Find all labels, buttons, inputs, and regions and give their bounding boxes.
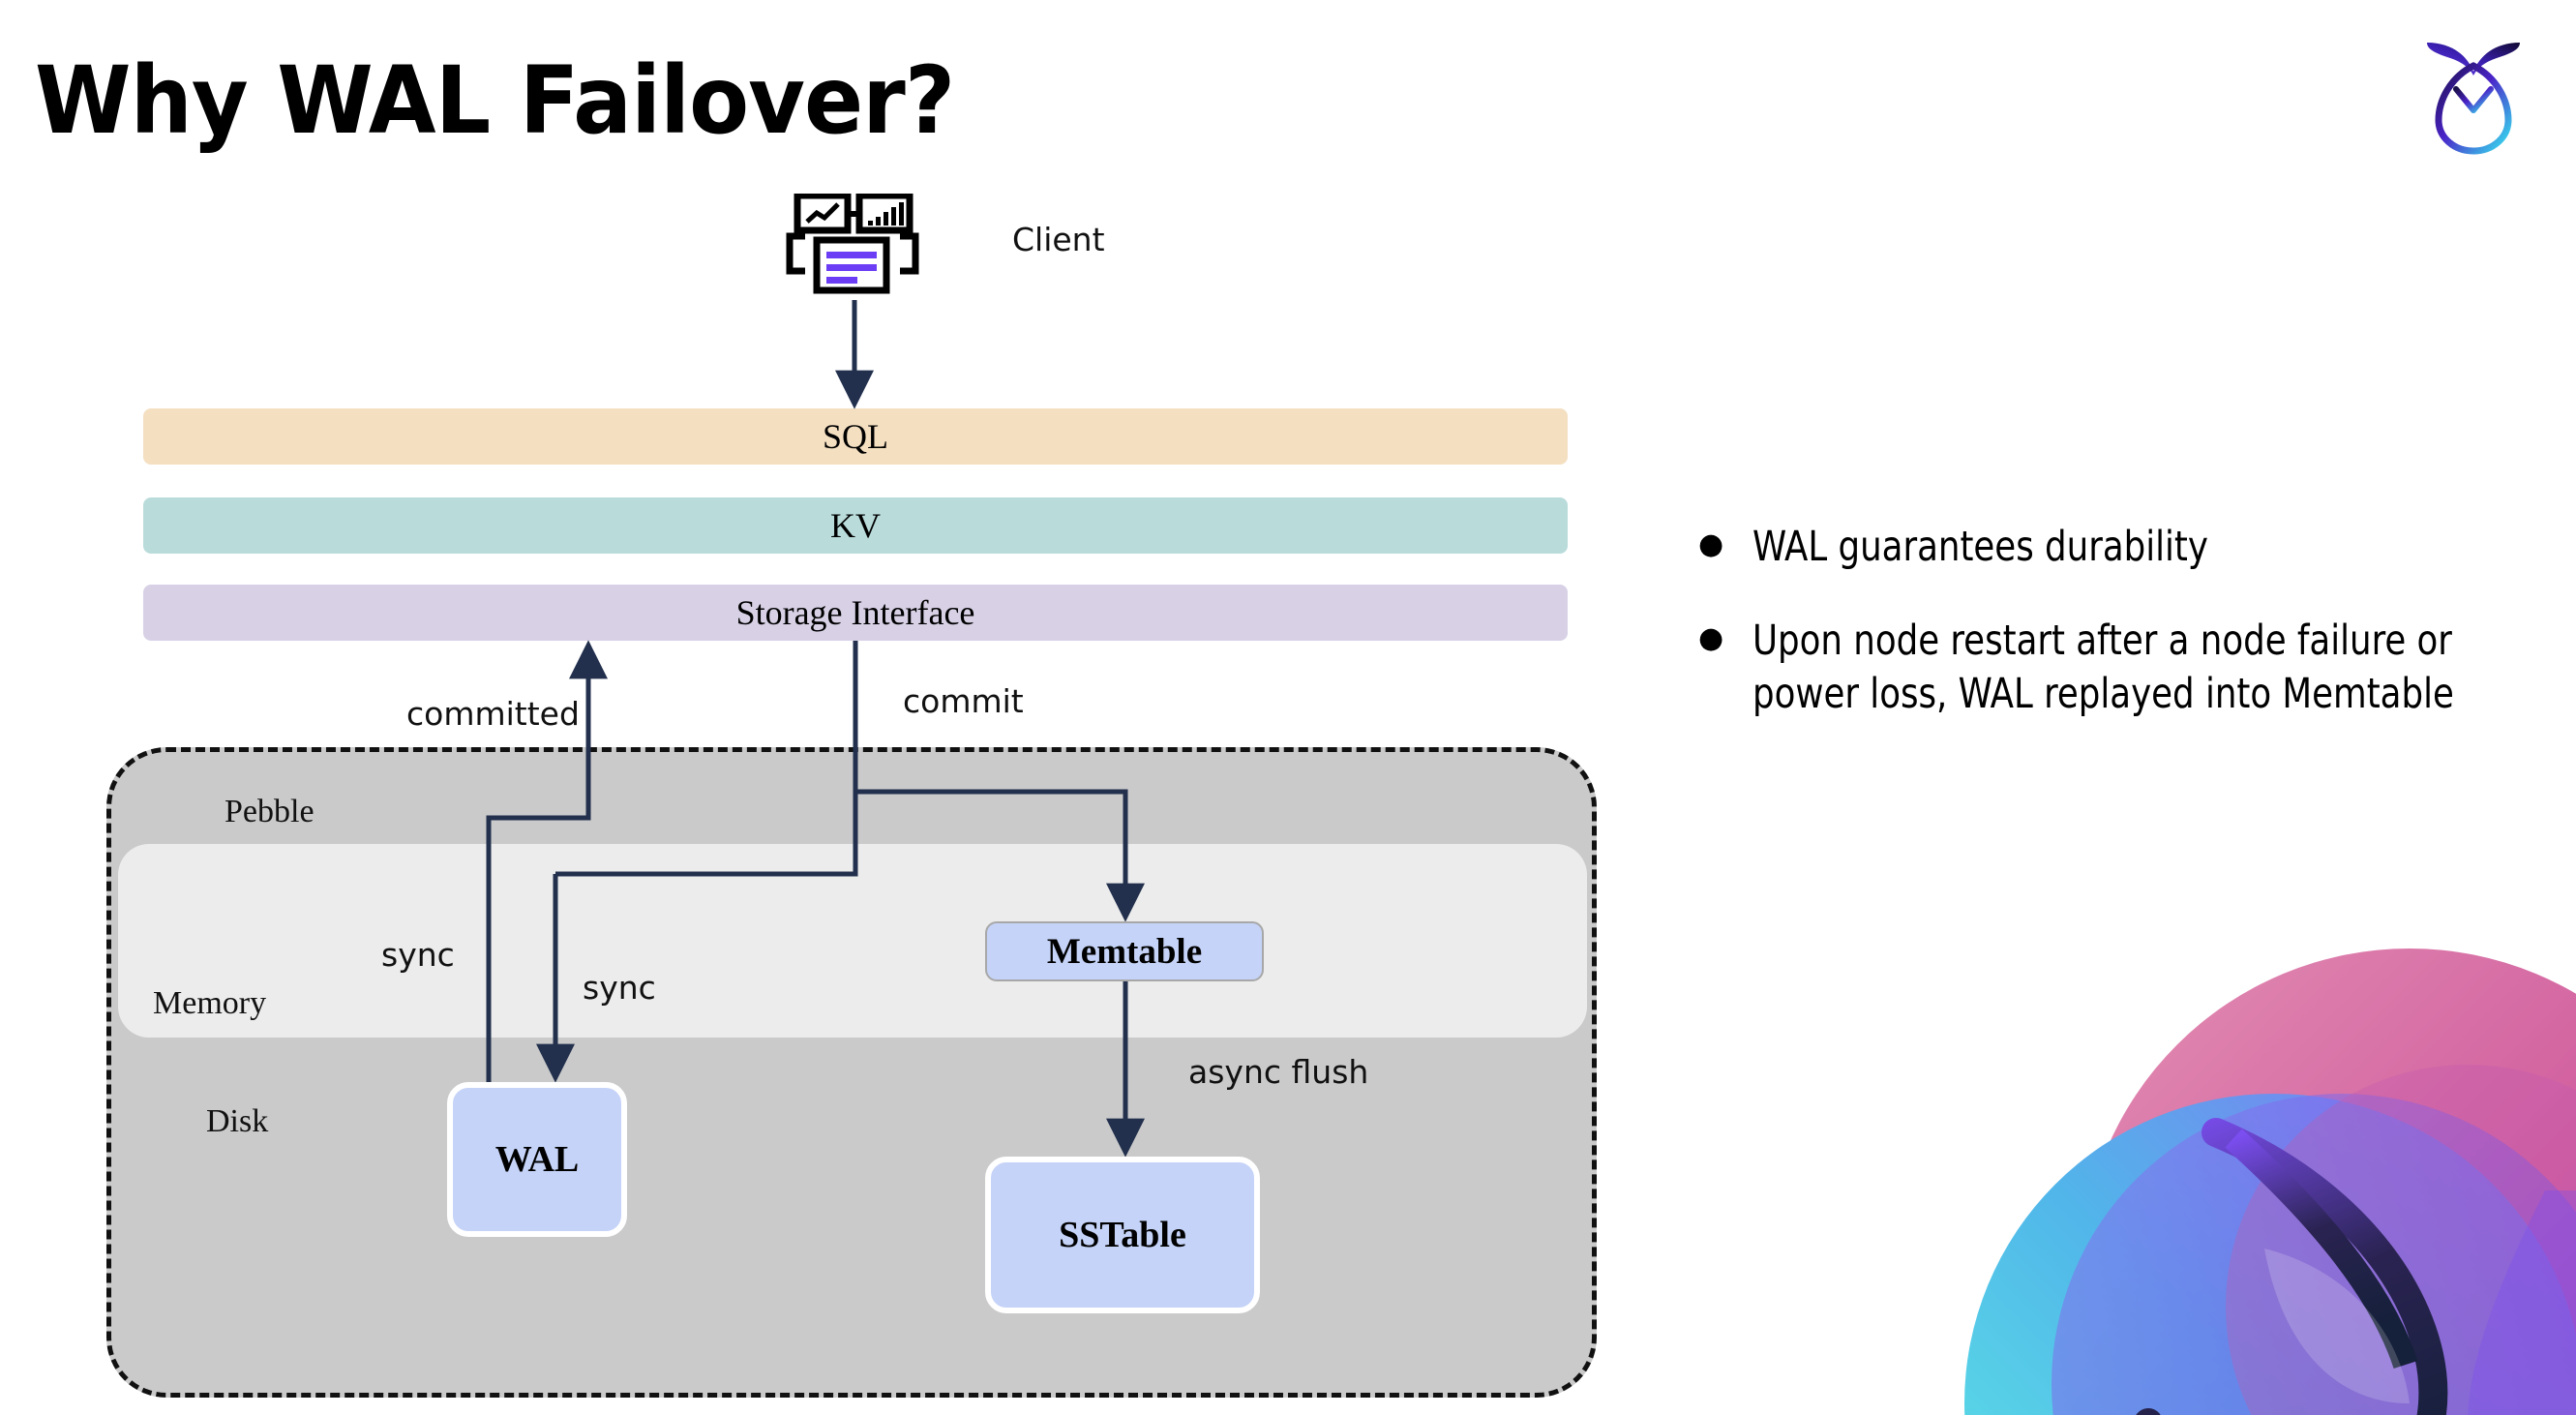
- layer-storage-interface: Storage Interface: [143, 585, 1568, 641]
- memory-region: [118, 844, 1587, 1038]
- memory-label: Memory: [153, 985, 267, 1021]
- page-title: Why WAL Failover?: [35, 46, 955, 155]
- layer-sql: SQL: [143, 408, 1568, 465]
- flow-label-sync-right: sync: [583, 969, 656, 1007]
- client-dashboard-icon: [774, 192, 929, 300]
- list-item: ● Upon node restart after a node failure…: [1698, 615, 2531, 721]
- bullet-marker-icon: ●: [1698, 621, 1724, 656]
- layer-kv: KV: [143, 497, 1568, 554]
- bullet-text: Upon node restart after a node failure o…: [1752, 617, 2454, 719]
- flow-label-commit: commit: [903, 682, 1024, 720]
- decorative-artwork: [1926, 900, 2576, 1415]
- client-label: Client: [1012, 221, 1105, 258]
- cockroachdb-logo: [2415, 29, 2531, 155]
- disk-label: Disk: [206, 1103, 269, 1139]
- node-memtable-label: Memtable: [1046, 931, 1203, 972]
- node-wal-label: WAL: [494, 1139, 580, 1180]
- node-memtable[interactable]: Memtable: [985, 921, 1264, 981]
- layer-storage-label: Storage Interface: [735, 593, 975, 632]
- list-item: ● WAL guarantees durability: [1698, 521, 2531, 574]
- pebble-label: Pebble: [225, 794, 315, 829]
- node-sstable-label: SSTable: [1059, 1215, 1186, 1255]
- bullet-marker-icon: ●: [1698, 527, 1724, 561]
- bullet-list: ● WAL guarantees durability ● Upon node …: [1698, 521, 2531, 762]
- layer-kv-label: KV: [830, 506, 881, 545]
- bullet-text: WAL guarantees durability: [1752, 523, 2208, 571]
- flow-label-committed: committed: [406, 695, 580, 733]
- flow-label-sync-left: sync: [381, 936, 455, 974]
- node-wal[interactable]: WAL: [447, 1082, 627, 1237]
- node-sstable[interactable]: SSTable: [985, 1157, 1260, 1313]
- layer-sql-label: SQL: [822, 417, 888, 456]
- flow-label-async-flush: async flush: [1188, 1053, 1369, 1091]
